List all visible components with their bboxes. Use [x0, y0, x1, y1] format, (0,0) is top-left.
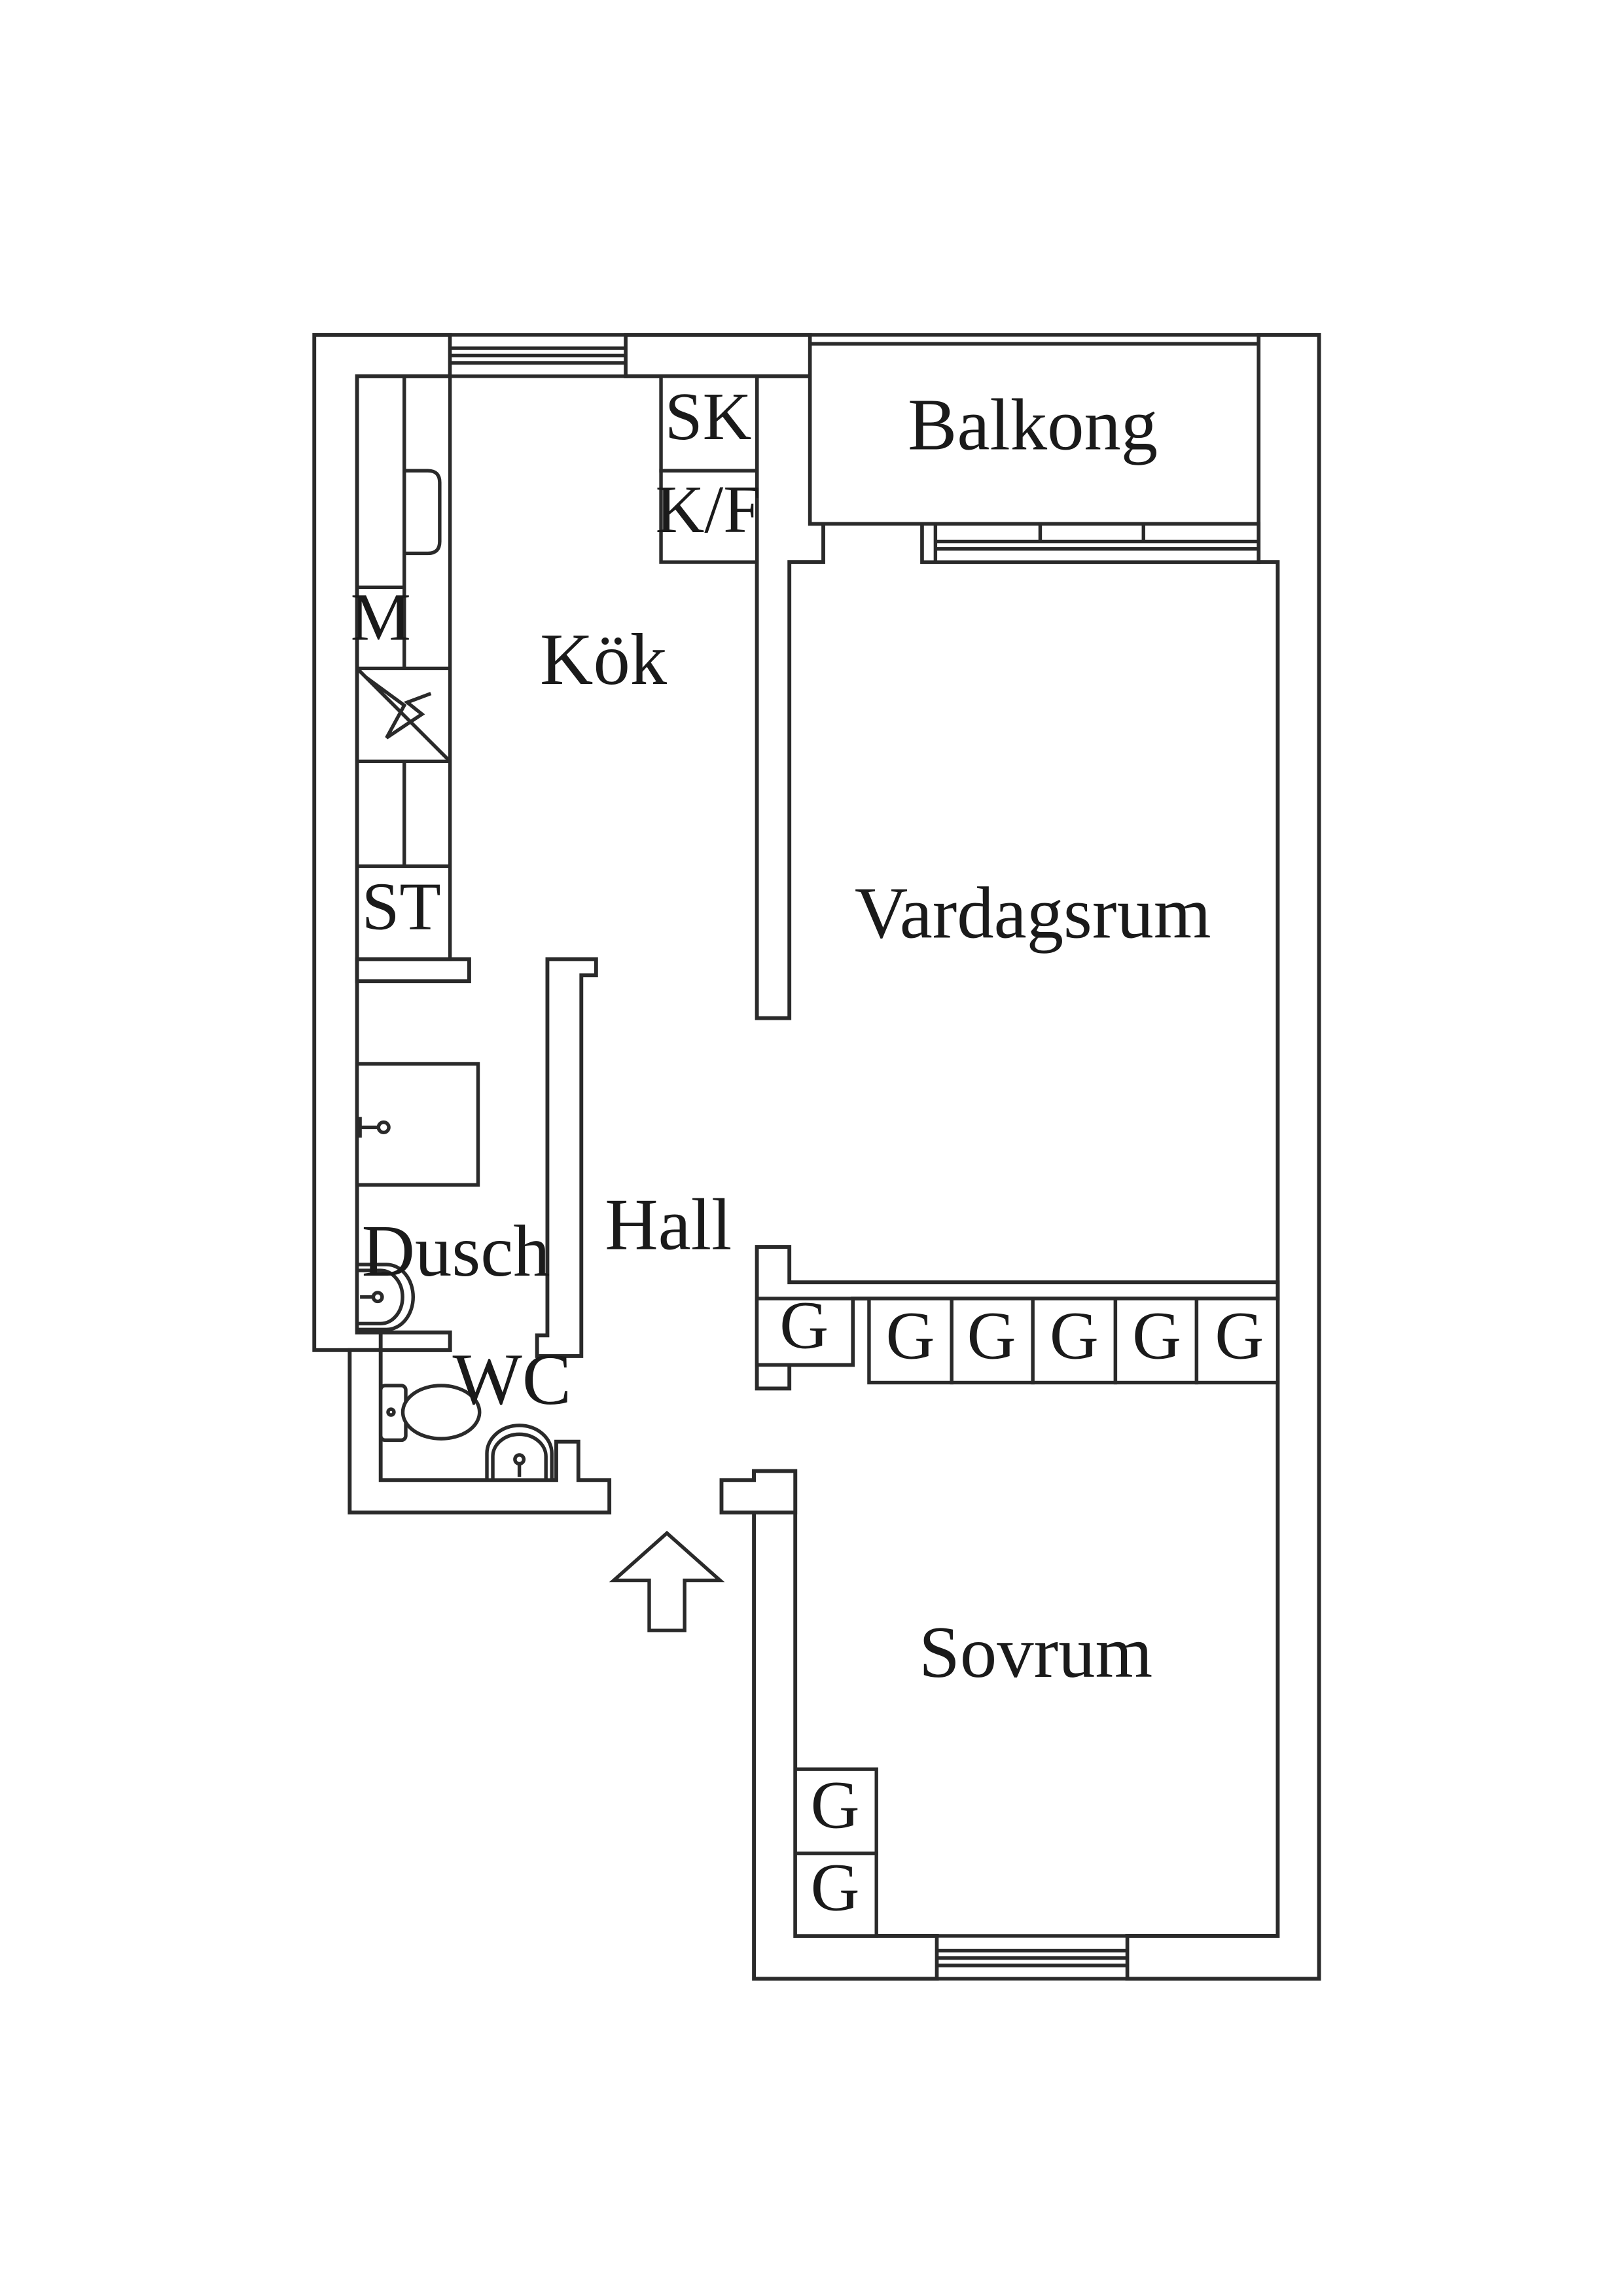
room-label-balkong: Balkong: [908, 384, 1158, 465]
kf-cabinet: [659, 469, 759, 564]
label-wardrobe: G: [811, 1768, 860, 1842]
stove-icon: [355, 667, 452, 763]
room-label-hall: Hall: [605, 1184, 732, 1265]
kitchen-counter: [355, 374, 452, 961]
toilet-icon: [378, 1384, 482, 1443]
label-wardrobe: G: [779, 1289, 829, 1363]
washbasin-icon: [355, 1263, 415, 1332]
shower-tap-icon: [358, 1117, 391, 1138]
window-bedroom: [935, 1934, 1130, 1981]
label-wardrobe: G: [811, 1851, 860, 1926]
entrance-arrow-icon: [609, 1530, 725, 1632]
room-label-wc: WC: [453, 1339, 572, 1420]
label-st: ST: [362, 869, 441, 944]
wardrobe-hall: [755, 1297, 855, 1367]
label-m: M: [351, 580, 411, 655]
window-living-room: [920, 522, 1260, 564]
window-kitchen: [448, 333, 628, 378]
label-wardrobe: G: [886, 1299, 935, 1373]
kitchen-sink-icon: [404, 469, 442, 556]
balcony: [808, 333, 1260, 526]
room-label-vardagsrum: Vardagsrum: [855, 873, 1211, 954]
label-wardrobe: G: [1132, 1299, 1181, 1373]
sk-cabinet: [659, 374, 759, 473]
label-wardrobe: G: [1215, 1299, 1264, 1373]
outer-walls: [312, 332, 1321, 1981]
label-wardrobe: G: [1050, 1299, 1099, 1373]
wardrobe-bedroom: [793, 1767, 878, 1938]
wardrobe-row: [867, 1297, 1280, 1385]
room-label-dusch: Dusch: [362, 1211, 550, 1292]
label-wardrobe: G: [967, 1299, 1016, 1373]
room-label-sovrum: Sovrum: [919, 1612, 1152, 1693]
label-sk: SK: [665, 380, 752, 454]
bathtub-shower: [355, 1062, 480, 1187]
room-label-kok: Kök: [540, 619, 668, 700]
label-kf: K/F: [656, 473, 761, 547]
wc-washbasin-icon: [485, 1424, 554, 1482]
